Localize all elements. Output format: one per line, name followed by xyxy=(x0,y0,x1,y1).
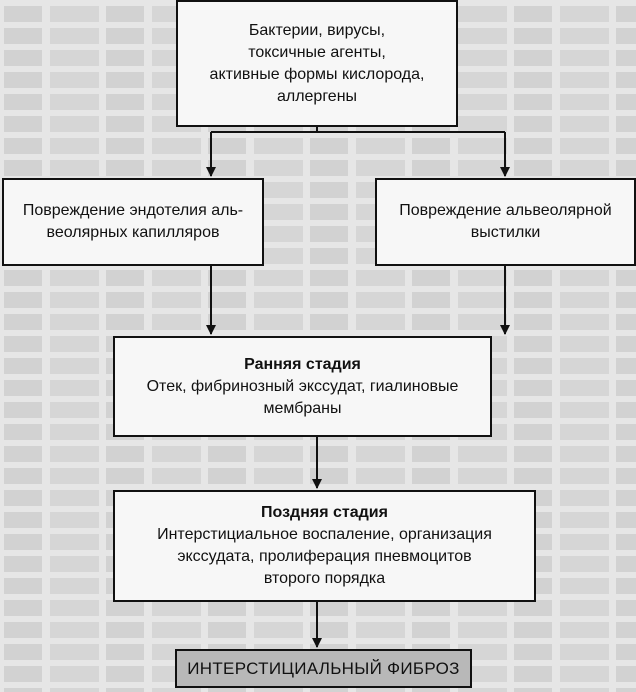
node-alveolar-damage: Повреждение альвеолярной выстилки xyxy=(375,178,636,266)
node-causes-line: аллергены xyxy=(276,87,358,105)
node-outcome: ИНТЕРСТИЦИАЛЬНЫЙ ФИБРОЗ xyxy=(175,649,472,688)
node-alveolar-damage-line: Повреждение альвеолярной xyxy=(399,202,612,219)
node-early-stage: Ранняя стадия Отек, фибринозный экссудат… xyxy=(113,336,492,437)
node-late-stage-title: Поздняя стадия xyxy=(261,504,388,521)
node-endothelium-damage-line: Повреждение эндотелия аль- xyxy=(22,202,244,219)
node-causes-line: Бактерии, вирусы, xyxy=(248,21,386,39)
node-alveolar-damage-line: выстилки xyxy=(470,224,541,241)
node-late-stage: Поздняя стадия Интерстициальное воспален… xyxy=(113,490,536,602)
node-early-stage-line: мембраны xyxy=(263,399,342,417)
node-causes-line: токсичные агенты, xyxy=(248,43,386,61)
node-late-stage-line: Интерстициальное воспаление, организация xyxy=(157,526,492,543)
node-endothelium-damage-line: веолярных капилляров xyxy=(46,224,220,241)
node-causes-line: активные формы кислорода, xyxy=(209,65,425,83)
node-late-stage-line: экссудата, пролиферация пневмоцитов xyxy=(177,548,472,565)
node-late-stage-line: второго порядка xyxy=(263,570,386,587)
node-endothelium-damage: Повреждение эндотелия аль- веолярных кап… xyxy=(2,178,264,266)
node-outcome-label: ИНТЕРСТИЦИАЛЬНЫЙ ФИБРОЗ xyxy=(187,658,460,678)
node-early-stage-line: Отек, фибринозный экссудат, гиалиновые xyxy=(146,377,459,395)
node-causes: Бактерии, вирусы, токсичные агенты, акти… xyxy=(176,0,458,127)
node-early-stage-title: Ранняя стадия xyxy=(244,355,361,373)
